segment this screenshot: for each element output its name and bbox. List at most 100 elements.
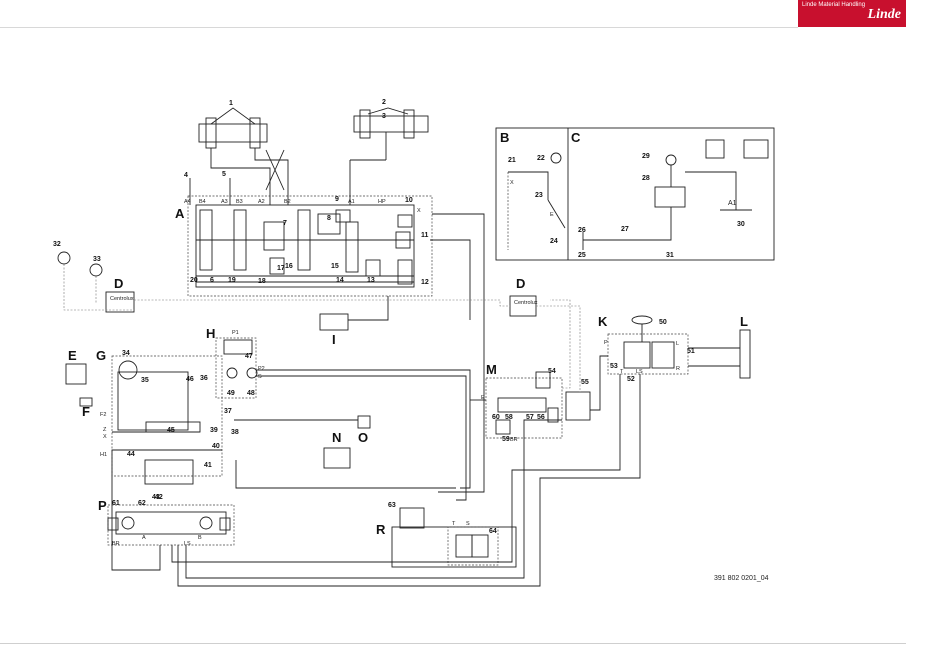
ref-number: 64 <box>489 528 497 535</box>
control-valve-block-a <box>187 195 433 297</box>
port-label: B4 <box>199 199 206 205</box>
wheel-motor-block-p <box>107 504 235 546</box>
filters-and-sensors <box>57 251 537 469</box>
ref-number: 5 <box>222 171 226 178</box>
ref-number: 58 <box>505 414 513 421</box>
ref-number: 44 <box>127 451 135 458</box>
ref-number: 20 <box>190 277 198 284</box>
ref-number: 2 <box>382 99 386 106</box>
ref-number: 28 <box>642 175 650 182</box>
port-label: F2 <box>100 412 106 418</box>
reference-numbers: 1 2 6 3 4 5 7 8 9 10 11 12 13 14 15 16 1… <box>53 99 745 535</box>
port-label: LS <box>184 541 191 547</box>
port-label: BR <box>510 437 518 443</box>
ref-number: 27 <box>621 226 629 233</box>
ref-number: 35 <box>141 377 149 384</box>
port-label: HP <box>378 199 386 205</box>
port-label: A3 <box>221 199 228 205</box>
section-letter: F <box>82 404 90 419</box>
section-letter: M <box>486 362 497 377</box>
section-letter: D <box>114 276 123 291</box>
brand-bar: Linde Material Handling Linde <box>798 0 906 27</box>
ref-number: 31 <box>666 252 674 259</box>
port-label: P2 <box>258 366 265 372</box>
port-label: B2 <box>284 199 291 205</box>
ref-number: 38 <box>231 429 239 436</box>
tank-r <box>391 507 517 568</box>
port-label: P1 <box>232 330 239 336</box>
ref-number: 3 <box>382 113 386 120</box>
ref-number: 63 <box>388 502 396 509</box>
ref-number: 52 <box>627 376 635 383</box>
ref-number: 51 <box>687 348 695 355</box>
port-label: R <box>676 366 680 372</box>
ref-number: 30 <box>737 221 745 228</box>
ref-number: 48 <box>247 390 255 397</box>
ref-number: 7 <box>283 220 287 227</box>
ref-number: 40 <box>212 443 220 450</box>
port-label: H1 <box>100 452 107 458</box>
port-labels: A4 B4 A3 B3 A2 B2 A1 HP X P1 P2 S F2 Z X… <box>100 180 737 547</box>
port-label: A4 <box>184 199 191 205</box>
section-letter: L <box>740 314 748 329</box>
ref-number: 42 <box>155 494 163 501</box>
port-label: L <box>676 341 679 347</box>
section-letters: A B C D D E F G H I K L M N O P R <box>68 130 748 537</box>
port-label: X <box>103 434 107 440</box>
ref-number: 18 <box>258 278 266 285</box>
section-letter: H <box>206 326 215 341</box>
ref-number: 60 <box>492 414 500 421</box>
ref-number: 23 <box>535 192 543 199</box>
ref-number: 55 <box>581 379 589 386</box>
port-label: T <box>620 369 624 375</box>
brand-text: Linde Material Handling <box>802 2 866 8</box>
port-label: A2 <box>258 199 265 205</box>
ref-number: 45 <box>167 427 175 434</box>
port-label: LS <box>636 369 643 375</box>
ref-number: 22 <box>537 155 545 162</box>
pump-and-brake-block <box>111 337 258 485</box>
device-label: Centrolux <box>514 300 538 306</box>
port-label: BR <box>112 541 120 547</box>
ref-number: 9 <box>335 196 339 203</box>
ref-number: 50 <box>659 319 667 326</box>
ref-number: 19 <box>228 277 236 284</box>
port-label: Z <box>103 427 107 433</box>
ref-number: 12 <box>421 279 429 286</box>
port-label: X <box>510 180 514 186</box>
ref-number: 46 <box>186 376 194 383</box>
section-letter: D <box>516 276 525 291</box>
piping <box>63 213 641 587</box>
ref-number: 10 <box>405 197 413 204</box>
section-letter: O <box>358 430 368 445</box>
ref-number: 29 <box>642 153 650 160</box>
ref-number: 1 <box>229 100 233 107</box>
section-letter: E <box>68 348 77 363</box>
port-label: A1 <box>728 200 737 207</box>
ref-number: 25 <box>578 252 586 259</box>
ref-number: 59 <box>502 436 510 443</box>
ref-number: 11 <box>421 232 429 239</box>
ref-number: 14 <box>336 277 344 284</box>
footer-rule <box>0 643 906 644</box>
ref-number: 6 <box>210 277 214 284</box>
ref-number: 16 <box>285 263 293 270</box>
section-letter: R <box>376 522 386 537</box>
port-label: S <box>466 521 470 527</box>
section-letter: P <box>98 498 107 513</box>
ref-number: 32 <box>53 241 61 248</box>
ref-number: 24 <box>550 238 558 245</box>
ref-number: 33 <box>93 256 101 263</box>
inset-box-bc <box>495 127 775 261</box>
ref-number: 21 <box>508 157 516 164</box>
port-label: S <box>258 374 262 380</box>
port-label: E <box>550 212 554 218</box>
ref-number: 54 <box>548 368 556 375</box>
section-letter: I <box>332 332 336 347</box>
port-label: T <box>452 521 456 527</box>
ref-number: 17 <box>277 265 285 272</box>
port-label: B3 <box>236 199 243 205</box>
section-letter: N <box>332 430 341 445</box>
section-letter: K <box>598 314 608 329</box>
